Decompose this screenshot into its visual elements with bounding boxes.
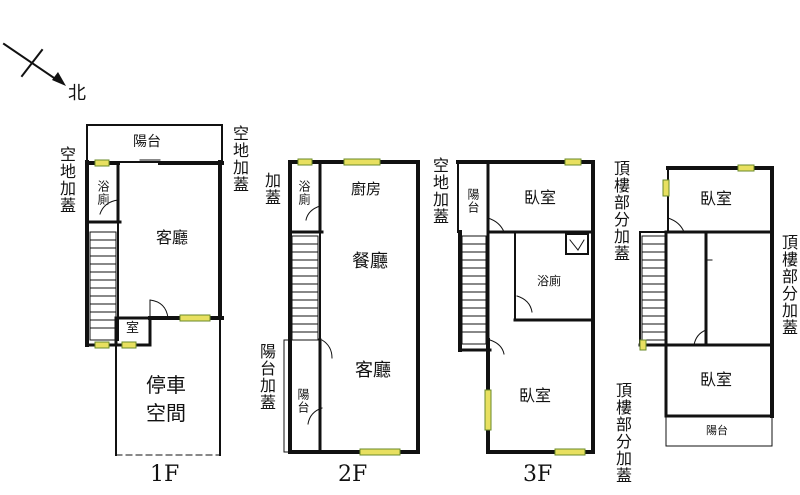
room-balcony-2f: 陽台: [296, 388, 310, 414]
room-bedroom-rf-bottom: 臥室: [700, 370, 733, 389]
floor-label-2f: 2F: [338, 462, 368, 487]
note-rooftop-addition-bottom-left: 頂樓部分加蓋: [613, 382, 632, 484]
note-addition-2f-top: 加蓋: [262, 172, 281, 206]
compass-north-label: 北: [68, 83, 86, 104]
room-bedroom-3f-top: 臥室: [524, 188, 557, 207]
note-rooftop-addition-right: 頂樓部分加蓋: [779, 234, 798, 336]
room-living-1f: 客廳: [156, 228, 189, 247]
room-dining-2f: 餐廳: [352, 251, 388, 272]
room-bathroom-2f: 浴廁: [297, 180, 311, 206]
note-vacant-land-addition-3f: 空地加蓋: [430, 157, 449, 225]
window-marks: [94, 158, 755, 456]
note-vacant-land-addition-1f-left: 空地加蓋: [57, 146, 76, 214]
room-bedroom-rf-top: 臥室: [700, 189, 733, 208]
room-balcony-rf: 陽台: [706, 424, 728, 437]
room-living-2f: 客廳: [355, 360, 391, 381]
note-vacant-land-addition-1f-right: 空地加蓋: [230, 125, 249, 193]
room-small-1f: 室: [126, 321, 140, 336]
room-balcony-3f: 陽台: [466, 188, 480, 214]
room-parking-line1-1f: 停車: [146, 373, 186, 397]
room-bathroom-3f: 浴廁: [537, 274, 562, 288]
north-arrow-icon: [2, 42, 66, 86]
room-balcony-1f: 陽台: [133, 134, 161, 150]
room-bathroom-1f: 浴廁: [96, 180, 110, 206]
room-parking-line2-1f: 空間: [146, 401, 186, 425]
floor-label-3f: 3F: [523, 462, 553, 487]
room-bedroom-3f-bottom: 臥室: [519, 386, 552, 405]
room-kitchen-2f: 廚房: [351, 180, 382, 198]
floor-label-1f: 1F: [150, 462, 180, 487]
note-rooftop-addition-top-left: 頂樓部分加蓋: [611, 160, 630, 262]
note-balcony-addition-2f: 陽台加蓋: [257, 343, 276, 411]
floor-rf-walls: [638, 166, 774, 447]
